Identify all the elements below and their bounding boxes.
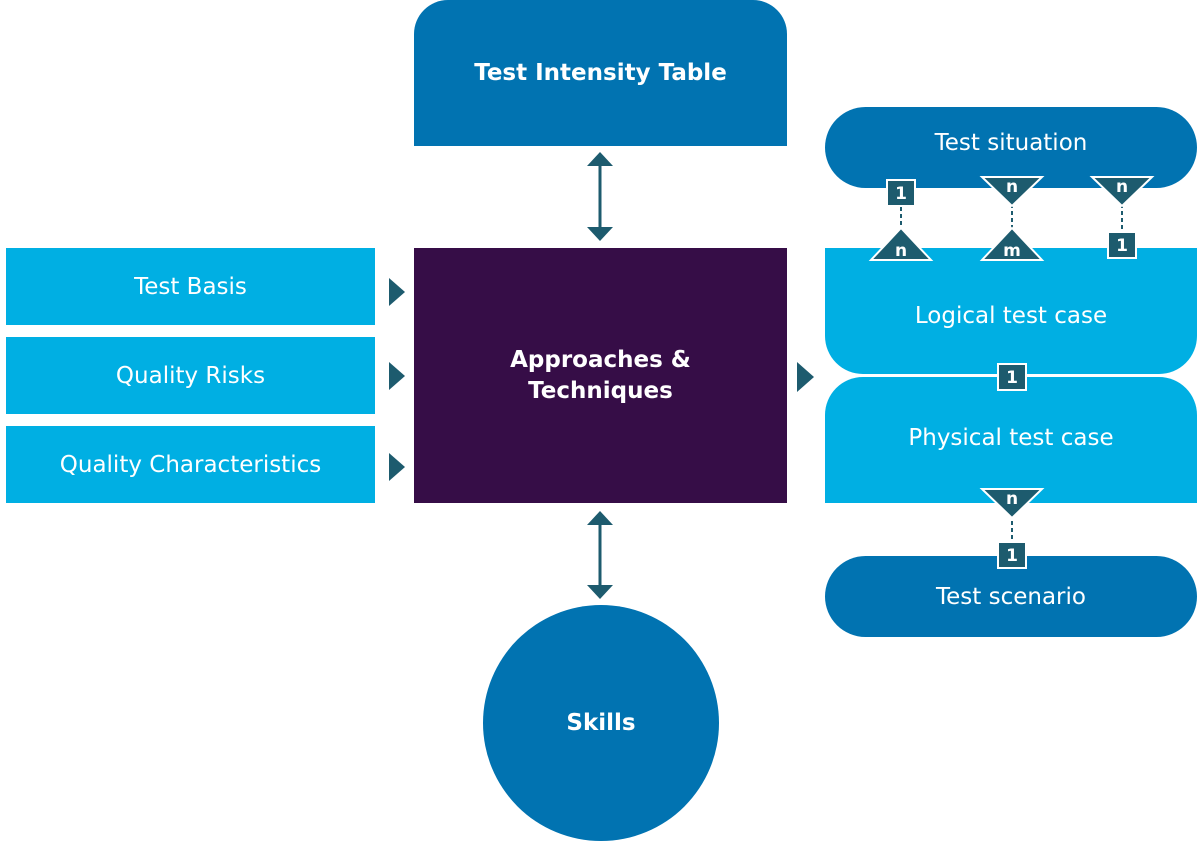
marker-tri-physical-bottom — [979, 488, 1045, 520]
marker-square-right-bottom — [1107, 231, 1137, 259]
marker-square-left-top — [886, 179, 916, 207]
approaches-label: Approaches & — [510, 346, 691, 373]
double-arrow-top — [587, 152, 613, 241]
card-left-top: 1 — [895, 184, 907, 204]
test-intensity-table-label: Test Intensity Table — [474, 60, 727, 86]
skills-label: Skills — [566, 710, 636, 736]
marker-square-scenario-top — [997, 541, 1027, 569]
marker-tri-left-bottom — [868, 226, 934, 261]
arrow-right-output — [797, 362, 814, 392]
arrow-right-quality-characteristics — [389, 453, 405, 481]
test-scenario-node: Test scenario — [825, 556, 1197, 637]
card-physical-bottom: n — [1006, 489, 1018, 509]
test-situation-node: Test situation — [825, 107, 1197, 188]
card-scenario-top: 1 — [1006, 546, 1018, 566]
marker-tri-mid-bottom — [979, 226, 1045, 261]
quality-risks-node: Quality Risks — [6, 337, 375, 414]
card-mid-bottom: m — [1003, 241, 1021, 261]
marker-square-logical-physical — [997, 363, 1027, 391]
arrow-right-quality-risks — [389, 362, 405, 390]
card-mid-top: n — [1006, 177, 1018, 197]
test-situation-label: Test situation — [934, 129, 1088, 156]
logical-test-case-label: Logical test case — [914, 303, 1108, 329]
techniques-label: Techniques — [528, 377, 673, 404]
quality-risks-label: Quality Risks — [115, 362, 266, 389]
card-left-bottom: n — [895, 241, 907, 261]
double-arrow-bottom — [587, 511, 613, 599]
approaches-techniques-node: Approaches & Techniques — [414, 248, 787, 503]
quality-characteristics-node: Quality Characteristics — [6, 426, 375, 503]
test-scenario-label: Test scenario — [936, 583, 1086, 610]
skills-node: Skills — [483, 605, 719, 841]
logical-test-case-node: Logical test case — [825, 248, 1197, 374]
card-right-bottom: 1 — [1116, 236, 1128, 256]
physical-test-case-label: Physical test case — [908, 425, 1114, 451]
test-basis-node: Test Basis — [6, 248, 375, 325]
quality-characteristics-label: Quality Characteristics — [59, 451, 322, 478]
card-right-top: n — [1116, 177, 1128, 197]
test-intensity-table-node: Test Intensity Table — [414, 0, 787, 146]
arrow-right-test-basis — [389, 278, 405, 306]
marker-tri-right-top — [1089, 176, 1155, 208]
marker-tri-mid-top — [979, 176, 1045, 208]
physical-test-case-node: Physical test case — [825, 377, 1197, 503]
card-logical-physical: 1 — [1006, 368, 1018, 388]
test-basis-label: Test Basis — [134, 273, 247, 300]
